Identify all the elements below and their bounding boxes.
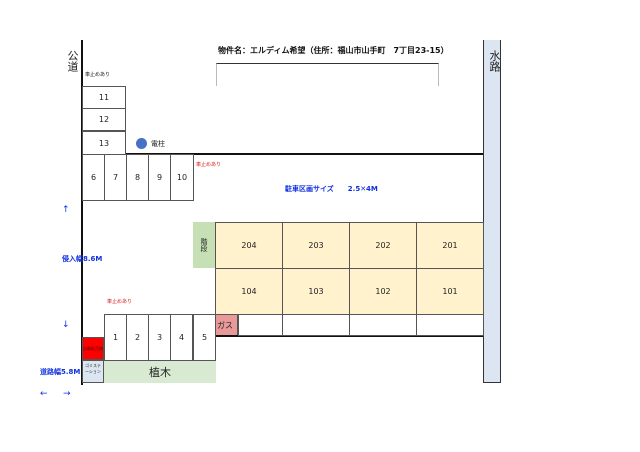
- gas-label: ガス: [217, 320, 233, 330]
- planting: 植木: [104, 360, 216, 383]
- apartment-unit-label: 201: [442, 241, 458, 250]
- stairs-label: 階段: [200, 238, 208, 252]
- parking-space: 3: [148, 314, 171, 361]
- garbage-station: ゴミステーション: [82, 360, 104, 383]
- parking-space: 11: [82, 86, 126, 109]
- parking-space-label: 4: [178, 333, 185, 342]
- parking-space-label: 8: [134, 173, 141, 182]
- up-arrow-icon: ↑: [62, 205, 70, 215]
- parking-space-label: 13: [98, 138, 110, 148]
- car-stop-label: 車止めあり: [85, 72, 111, 78]
- apartment-unit: 101: [416, 268, 484, 315]
- right-arrow-icon: →: [63, 389, 71, 399]
- down-arrow-icon: ↓: [62, 320, 70, 330]
- apartment-unit-label: 202: [375, 241, 391, 250]
- parking-space-label: 5: [201, 333, 208, 342]
- waterway: 水路: [483, 40, 501, 383]
- apartment-unit-label: 103: [308, 287, 324, 296]
- parking-space: 12: [82, 108, 126, 131]
- utility-pole-label: 電柱: [151, 140, 165, 148]
- gas-meter: ガス: [215, 314, 238, 336]
- vending-machine: 自動販売機: [82, 337, 104, 360]
- apartment-unit-label: 104: [241, 287, 257, 296]
- apartment-unit: 201: [416, 222, 484, 269]
- building-space: [349, 314, 417, 336]
- parking-space-label: 3: [156, 333, 163, 342]
- building-space: [416, 314, 484, 336]
- car-stop-label: 車止めあり: [107, 299, 133, 305]
- apartment-unit: 203: [282, 222, 350, 269]
- parking-size-label: 駐車区画サイズ 2.5✕4M: [285, 185, 378, 193]
- apartment-unit: 102: [349, 268, 417, 315]
- parking-space-label: 7: [112, 173, 119, 182]
- parking-space: 13: [82, 131, 126, 155]
- apartment-unit-label: 204: [241, 241, 257, 250]
- waterway-label: 水路: [488, 50, 501, 72]
- parking-space: 9: [148, 154, 171, 201]
- building-edge: [215, 335, 483, 337]
- building-space: [238, 314, 283, 336]
- property-title: 物件名：エルディム希望（住所：福山市山手町 7丁目23-15）: [218, 46, 449, 55]
- parking-space-label: 9: [156, 173, 163, 182]
- garbage-station-label: ゴミステーション: [85, 363, 101, 374]
- apartment-unit: 103: [282, 268, 350, 315]
- parking-space: 4: [170, 314, 193, 361]
- parking-space-label: 11: [98, 93, 110, 102]
- parking-space: 6: [82, 154, 105, 201]
- parking-space-label: 1: [112, 333, 119, 342]
- parking-space: 5: [193, 314, 216, 361]
- parking-space-label: 12: [98, 115, 110, 124]
- public-road-edge: [81, 40, 83, 385]
- apartment-unit-label: 102: [375, 287, 391, 296]
- planting-label: 植木: [149, 365, 171, 379]
- parking-space: 8: [126, 154, 149, 201]
- title-bracket: [216, 63, 439, 86]
- apartment-unit: 104: [215, 268, 283, 315]
- utility-pole-icon: [136, 138, 147, 149]
- vending-machine-label: 自動販売機: [83, 345, 103, 351]
- car-stop-label: 車止めあり: [196, 162, 222, 168]
- left-arrow-icon: ←: [40, 389, 48, 399]
- stairs: 階段: [193, 222, 215, 268]
- road-width-label: 道路幅5.8M: [40, 368, 81, 376]
- parking-space-label: 6: [90, 173, 97, 182]
- parking-space-label: 2: [134, 333, 141, 342]
- apartment-unit-label: 203: [308, 241, 324, 250]
- apartment-unit: 204: [215, 222, 283, 269]
- apartment-unit-label: 101: [442, 287, 458, 296]
- parking-space: 10: [170, 154, 194, 201]
- entry-width-label: 侵入幅8.6M: [62, 255, 103, 263]
- building-space: [282, 314, 350, 336]
- parking-space: 7: [104, 154, 127, 201]
- parking-space: 2: [126, 314, 149, 361]
- parking-space-label: 10: [176, 173, 188, 182]
- apartment-unit: 202: [349, 222, 417, 269]
- public-road-label: 公道: [66, 50, 79, 72]
- boundary-line: [125, 153, 483, 155]
- parking-space: 1: [104, 314, 127, 361]
